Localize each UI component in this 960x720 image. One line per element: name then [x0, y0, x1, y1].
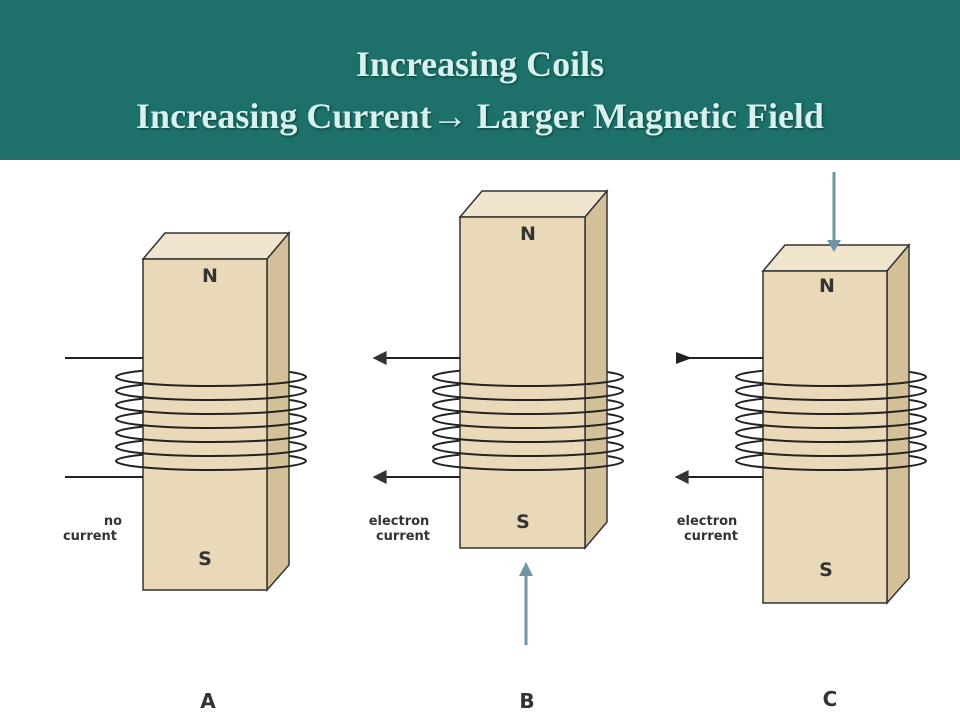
panel-letter-a: A: [200, 689, 216, 713]
coil-loop-front: [115, 376, 307, 387]
magnet-c: [761, 242, 911, 605]
coil-loop-front: [735, 390, 927, 401]
panel-letter-b: B: [519, 689, 534, 713]
magnet-c-front: [762, 270, 888, 604]
magnet-a-top: [141, 232, 291, 260]
current-label-a-line2: current: [63, 529, 117, 544]
coil-loop-front: [115, 432, 307, 443]
electromagnet-diagram: N S no current A N S electron current B: [63, 172, 927, 713]
pointer-arrowhead-b: [519, 562, 533, 576]
current-label-c-line2: current: [684, 529, 738, 544]
magnet-b-front: [459, 216, 586, 549]
slide-title-line1: Increasing Coils: [355, 44, 605, 84]
coil-loop-front: [432, 404, 624, 415]
slide-header: [0, 0, 960, 160]
coil-loop-front: [432, 390, 624, 401]
magnet-b-side: [584, 188, 608, 551]
coil-loop-front: [115, 460, 307, 471]
south-pole-label-c: S: [819, 559, 833, 581]
coil-loop-front: [432, 418, 624, 429]
south-pole-label-a: S: [198, 548, 212, 570]
pointer-arrowhead-c: [827, 240, 841, 252]
coil-loop-front: [115, 404, 307, 415]
current-label-b-line2: current: [376, 529, 430, 544]
current-label-b-line1: electron: [369, 514, 430, 529]
title-text-part2: Larger Magnetic Field: [467, 96, 824, 136]
slide-title-line2: Increasing Current→ Larger Magnetic Fiel…: [0, 94, 960, 138]
panel-letter-c: C: [823, 687, 838, 711]
north-pole-label-a: N: [202, 265, 218, 287]
coil-loop-front: [432, 446, 624, 457]
coil-loop-front: [735, 376, 927, 387]
right-arrow-icon: →: [431, 96, 468, 136]
panel-a: N S no current A: [63, 230, 307, 713]
current-label-c-line1: electron: [677, 514, 738, 529]
magnet-c-top: [761, 244, 911, 272]
title-text-part1: Increasing Current: [136, 96, 432, 136]
coil-a-front: [115, 376, 307, 471]
coil-b-front: [432, 376, 624, 471]
north-pole-label-c: N: [819, 275, 835, 297]
magnet-b: [458, 188, 609, 551]
coil-loop-front: [735, 404, 927, 415]
north-pole-label-b: N: [520, 223, 536, 245]
magnet-a-front: [142, 258, 268, 591]
magnet-b-top: [458, 190, 609, 218]
coil-loop-front: [735, 432, 927, 443]
coil-loop-front: [115, 446, 307, 457]
coil-c-front: [735, 376, 927, 471]
coil-loop-front: [432, 460, 624, 471]
coil-loop-front: [735, 460, 927, 471]
current-label-a-line1: no: [104, 514, 122, 529]
coil-loop-front: [115, 390, 307, 401]
wire-c-top-arrowhead: [676, 352, 692, 364]
panel-b: N S electron current B: [369, 188, 624, 713]
coil-loop-front: [115, 418, 307, 429]
panel-c: N S electron current C: [674, 172, 927, 711]
coil-loop-front: [735, 446, 927, 457]
coil-loop-front: [735, 418, 927, 429]
coil-loop-front: [432, 376, 624, 387]
coil-loop-front: [432, 432, 624, 443]
south-pole-label-b: S: [516, 511, 530, 533]
